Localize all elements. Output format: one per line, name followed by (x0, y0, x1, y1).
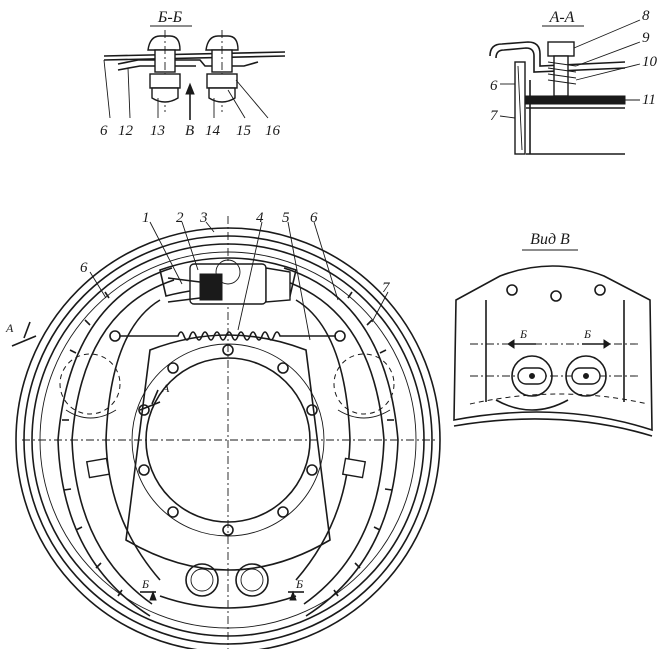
wheel-cylinder (159, 257, 297, 305)
label-aa-7: 7 (490, 108, 499, 124)
cut-b-right-label: Б (295, 577, 303, 591)
label-bb-6: 6 (100, 123, 108, 139)
label-bb-12: 12 (118, 123, 134, 139)
label-main-6-right: 6 (310, 210, 318, 226)
label-main-1: 1 (142, 210, 150, 226)
label-main-3: 3 (199, 210, 208, 226)
drum-outer-rim (15, 227, 441, 649)
label-main-6-left: 6 (80, 260, 88, 276)
label-main-2: 2 (176, 210, 184, 226)
view-b-mark-right: Б (583, 327, 591, 341)
section-aa-title: А-А (549, 9, 575, 26)
section-bb: Б-Б 6 12 13 B 14 15 16 (100, 9, 286, 139)
label-bb-14: 14 (205, 123, 221, 139)
left-brake-shoe (57, 267, 173, 617)
section-aa: А-А 8 9 10 6 7 11 (489, 8, 658, 155)
section-bb-title: Б-Б (157, 9, 183, 26)
right-cam-outline (333, 353, 395, 415)
label-main-5: 5 (282, 210, 290, 226)
label-bb-13: 13 (150, 123, 165, 139)
label-aa-9: 9 (642, 30, 650, 46)
view-b: Вид В Б Б (453, 231, 653, 437)
label-bb-16: 16 (265, 123, 281, 139)
view-b-outline (453, 265, 653, 432)
label-aa-10: 10 (642, 54, 658, 70)
cut-a-right-label: А (161, 381, 170, 395)
label-main-4: 4 (256, 210, 264, 226)
label-main-7: 7 (382, 280, 391, 296)
label-bb-15: 15 (236, 123, 252, 139)
label-aa-6: 6 (490, 78, 498, 94)
view-b-title: Вид В (530, 231, 570, 248)
cut-a-left-label: А (5, 321, 14, 335)
brake-assembly-main-view: 1 2 3 4 5 6 6 7 А А Б Б (5, 210, 441, 649)
cut-b-left-label: Б (141, 577, 149, 591)
left-cam-outline (59, 353, 121, 415)
label-bb-B: B (185, 123, 194, 139)
label-aa-8: 8 (642, 8, 650, 24)
label-aa-11: 11 (642, 92, 656, 108)
hub-bore (145, 357, 311, 523)
view-b-mark-left: Б (519, 327, 527, 341)
upper-return-spring (120, 331, 336, 341)
anchor-pins (159, 563, 297, 609)
hub-bolt-holes (109, 330, 346, 536)
